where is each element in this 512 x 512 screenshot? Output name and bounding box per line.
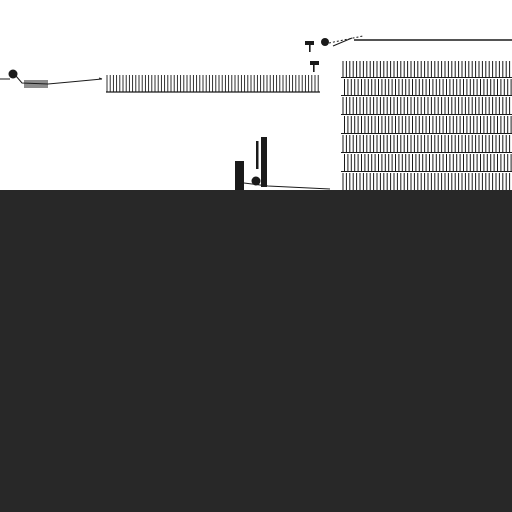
- ground: [0, 190, 512, 512]
- boulder-icon: [8, 69, 18, 79]
- player-ball-icon: [321, 38, 329, 46]
- ramp-line: [243, 182, 331, 190]
- pillar-tall: [261, 137, 267, 187]
- left-ledge-hatch: [24, 80, 48, 88]
- hammer-icon: [305, 41, 319, 72]
- upper-ledge: [328, 35, 512, 47]
- tower-hatch: [342, 61, 512, 190]
- pillar-thin: [256, 141, 259, 169]
- left-ledge: [0, 75, 103, 85]
- bridge-hatch: [106, 75, 319, 92]
- rock-icon: [251, 176, 261, 186]
- pillar-left: [235, 161, 244, 190]
